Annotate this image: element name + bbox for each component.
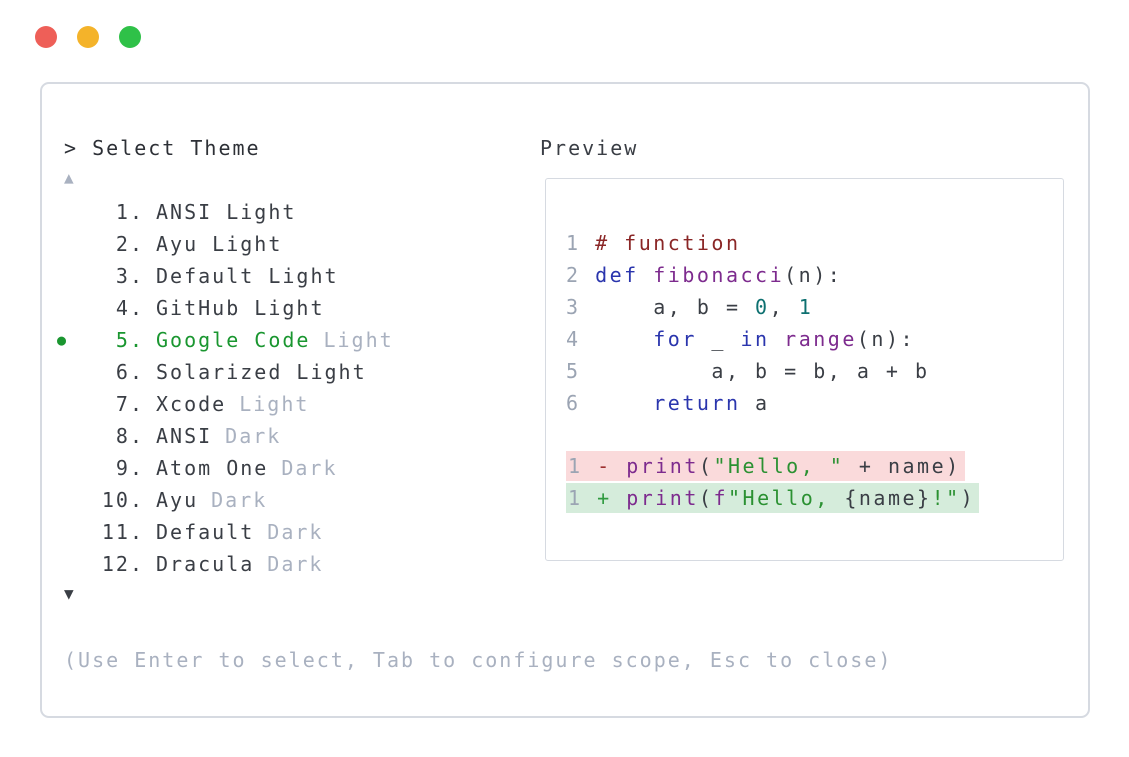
code-line: 5 a, b = b, a + b: [566, 359, 930, 383]
theme-item-variant: Light: [239, 392, 310, 416]
theme-item-variant: Dark: [211, 488, 268, 512]
theme-item-number: 7.: [115, 392, 144, 416]
minimize-button[interactable]: [77, 26, 99, 48]
theme-item-9[interactable]: 9. Atom One Dark: [42, 452, 542, 484]
line-number: 6: [566, 391, 581, 415]
scroll-down-icon[interactable]: ▼: [64, 584, 74, 603]
theme-item-name: Dracula: [156, 552, 255, 576]
line-number: 1: [566, 231, 581, 255]
diff-highlight: 1 - print("Hello, " + name): [566, 451, 965, 481]
theme-list: 1. ANSI Light 2. Ayu Light 3. Default Light 4.…: [42, 196, 542, 580]
theme-item-name: Xcode: [156, 392, 227, 416]
theme-item-6[interactable]: 6. Solarized Light: [42, 356, 542, 388]
line-number: 4: [566, 327, 581, 351]
preview-label: Preview: [540, 136, 639, 160]
theme-item-number: 8.: [115, 424, 144, 448]
selected-bullet-icon: [57, 484, 77, 516]
theme-item-number: 6.: [115, 360, 144, 384]
theme-item-number: 4.: [115, 296, 144, 320]
theme-item-name: Ayu: [156, 488, 199, 512]
diff-line-added: 1 + print(f"Hello, {name}!"): [566, 482, 980, 514]
selected-bullet-icon: ●: [57, 331, 69, 349]
theme-item-11[interactable]: 11. Default Dark: [42, 516, 542, 548]
keyboard-hint: (Use Enter to select, Tab to configure s…: [64, 648, 893, 672]
selected-bullet-icon: [57, 516, 77, 548]
code-block: 1 # function 2 def fibonacci(n): 3 a, b = …: [566, 227, 980, 514]
theme-item-number: 11.: [101, 520, 144, 544]
line-number: 3: [566, 295, 581, 319]
line-number: 1: [568, 454, 583, 478]
theme-item-8[interactable]: 8. ANSI Dark: [42, 420, 542, 452]
selected-bullet-icon: [57, 228, 77, 260]
theme-item-variant: Dark: [281, 456, 338, 480]
selected-bullet-icon: [57, 196, 77, 228]
theme-picker-window: > Select Theme ▲ 1. ANSI Light 2. Ayu Light…: [40, 82, 1090, 718]
theme-item-number: 2.: [115, 232, 144, 256]
theme-item-4[interactable]: 4. GitHub Light: [42, 292, 542, 324]
theme-item-number: 12.: [101, 552, 144, 576]
theme-item-name: Default: [156, 520, 255, 544]
scroll-up-icon[interactable]: ▲: [64, 168, 74, 187]
selected-bullet-icon: [57, 356, 77, 388]
theme-item-name: Google Code: [156, 328, 311, 352]
diff-line-removed: 1 - print("Hello, " + name): [566, 450, 979, 482]
theme-item-name: Default Light: [156, 264, 339, 288]
code-line: 6 return a: [566, 391, 770, 415]
selected-bullet-icon: [57, 452, 77, 484]
theme-item-variant: Dark: [225, 424, 282, 448]
theme-item-name: Ayu Light: [156, 232, 283, 256]
picker-title: > Select Theme: [64, 136, 261, 160]
theme-item-number: 10.: [101, 488, 144, 512]
zoom-button[interactable]: [119, 26, 141, 48]
theme-item-variant: Light: [323, 328, 394, 352]
theme-item-name: Atom One: [156, 456, 269, 480]
theme-item-2[interactable]: 2. Ayu Light: [42, 228, 542, 260]
code-line: 1 # function: [566, 231, 741, 255]
line-number: 5: [566, 359, 581, 383]
theme-item-number: 3.: [115, 264, 144, 288]
selected-bullet-icon: [57, 548, 77, 580]
theme-item-name: Solarized Light: [156, 360, 367, 384]
theme-item-1[interactable]: 1. ANSI Light: [42, 196, 542, 228]
theme-item-12[interactable]: 12. Dracula Dark: [42, 548, 542, 580]
theme-item-number: 9.: [115, 456, 144, 480]
line-number: 2: [566, 263, 581, 287]
code-blank-line: [566, 419, 979, 450]
theme-item-variant: Dark: [267, 520, 324, 544]
selected-bullet-icon: [57, 292, 77, 324]
line-number: 1: [568, 486, 583, 510]
theme-item-name: ANSI: [156, 424, 213, 448]
theme-item-5[interactable]: ● 5. Google Code Light: [42, 324, 542, 356]
theme-item-number: 1.: [115, 200, 144, 224]
window-controls: [35, 26, 141, 48]
code-line: 4 for _ in range(n):: [566, 327, 916, 351]
code-line: 2 def fibonacci(n):: [566, 263, 843, 287]
selected-bullet-icon: [57, 260, 77, 292]
diff-highlight: 1 + print(f"Hello, {name}!"): [566, 483, 980, 513]
preview-panel: 1 # function 2 def fibonacci(n): 3 a, b = …: [545, 178, 1064, 561]
selected-bullet-icon: [57, 420, 77, 452]
theme-item-variant: Dark: [267, 552, 324, 576]
theme-item-number: 5.: [115, 328, 144, 352]
theme-item-name: ANSI Light: [156, 200, 297, 224]
theme-item-7[interactable]: 7. Xcode Light: [42, 388, 542, 420]
theme-item-name: GitHub Light: [156, 296, 325, 320]
theme-item-3[interactable]: 3. Default Light: [42, 260, 542, 292]
theme-item-10[interactable]: 10. Ayu Dark: [42, 484, 542, 516]
close-button[interactable]: [35, 26, 57, 48]
selected-bullet-icon: [57, 388, 77, 420]
code-line: 3 a, b = 0, 1: [566, 295, 814, 319]
